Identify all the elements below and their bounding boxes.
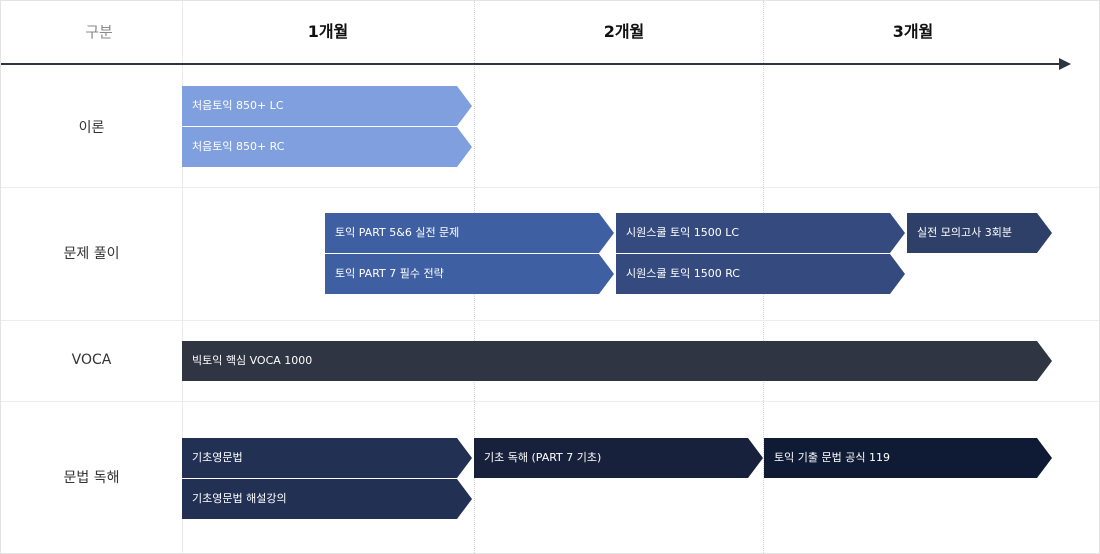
course-bar[interactable]: 기초영문법 해설강의 — [182, 479, 472, 519]
course-bar[interactable]: 토익 PART 5&6 실전 문제 — [325, 213, 614, 253]
month-1-header: 1개월 — [307, 22, 349, 41]
row-label-voca: VOCA — [71, 352, 112, 368]
month-3-header: 3개월 — [892, 22, 934, 41]
category-column-divider — [182, 1, 183, 553]
timeline-arrow-icon — [1059, 58, 1071, 70]
month-2-header: 2개월 — [603, 22, 645, 41]
row-label-practice: 문제 풀이 — [63, 246, 120, 262]
row-divider — [1, 401, 1099, 402]
course-bar[interactable]: 토익 PART 7 필수 전략 — [325, 254, 614, 294]
course-bar[interactable]: 처음토익 850+ LC — [182, 86, 472, 126]
row-divider — [1, 187, 1099, 188]
course-bar[interactable]: 토익 기출 문법 공식 119 — [764, 438, 1052, 478]
row-label-theory: 이론 — [78, 120, 105, 136]
course-bar[interactable]: 기초 독해 (PART 7 기초) — [474, 438, 763, 478]
course-bar[interactable]: 처음토익 850+ RC — [182, 127, 472, 167]
course-bar[interactable]: 시원스쿨 토익 1500 RC — [616, 254, 905, 294]
row-divider — [1, 320, 1099, 321]
course-bar[interactable]: 기초영문법 — [182, 438, 472, 478]
course-bar[interactable]: 빅토익 핵심 VOCA 1000 — [182, 341, 1052, 381]
course-bar[interactable]: 시원스쿨 토익 1500 LC — [616, 213, 905, 253]
category-header: 구분 — [85, 23, 113, 41]
course-bar[interactable]: 실전 모의고사 3회분 — [907, 213, 1052, 253]
timeline-axis — [1, 63, 1061, 65]
row-label-grammar: 문법 독해 — [63, 470, 120, 486]
